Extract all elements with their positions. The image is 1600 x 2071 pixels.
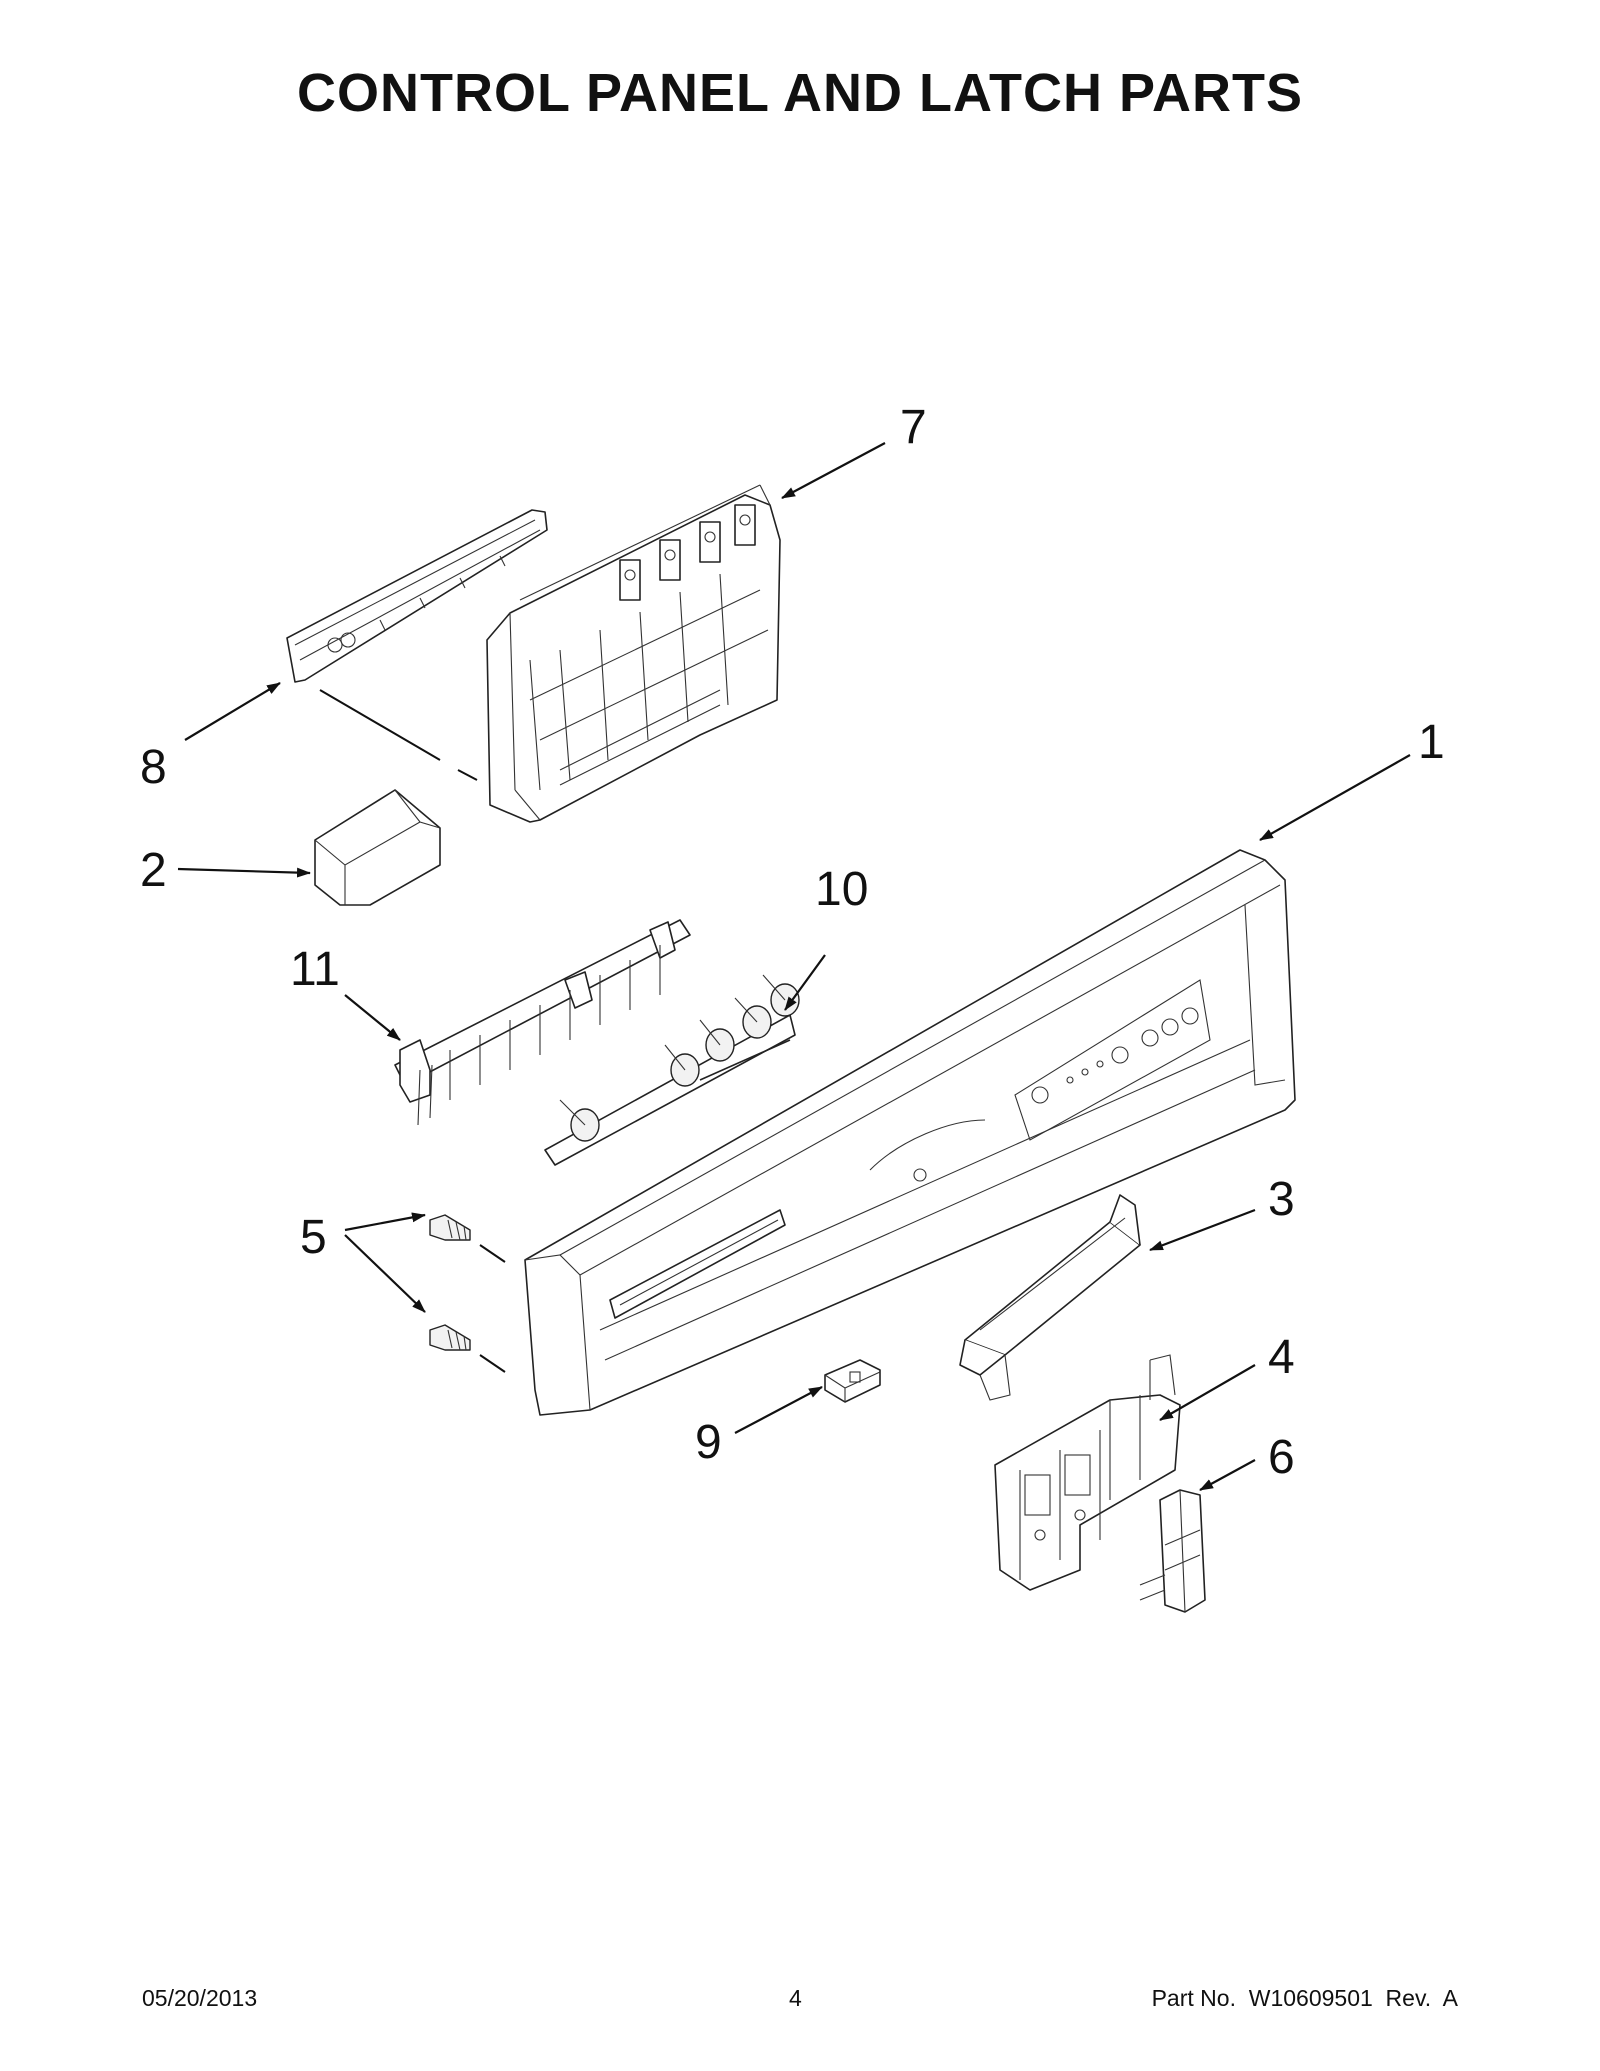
leader-arrows xyxy=(177,442,1411,1491)
callout-3: 3 xyxy=(1268,1173,1295,1226)
callout-8: 8 xyxy=(140,741,167,794)
part-3-latch-bracket xyxy=(959,1194,1141,1401)
callout-9: 9 xyxy=(695,1416,722,1469)
callout-10: 10 xyxy=(815,863,868,916)
part-2-shield xyxy=(314,789,441,906)
part-10-buttons xyxy=(544,974,800,1166)
footer-page-number: 4 xyxy=(789,1985,802,2011)
part-5-screws xyxy=(429,1214,471,1351)
callout-labels: 1 2 3 4 5 6 7 8 9 10 11 xyxy=(140,401,1445,1484)
part-9-switch xyxy=(824,1359,881,1403)
part-7-control-board xyxy=(486,484,781,823)
part-11-switch-bar xyxy=(394,919,691,1126)
part-4-latch-assembly xyxy=(994,1354,1181,1591)
page-title: CONTROL PANEL AND LATCH PARTS xyxy=(297,63,1303,123)
part-1-console xyxy=(524,849,1296,1416)
callout-1: 1 xyxy=(1418,716,1445,769)
callout-2: 2 xyxy=(140,844,167,897)
footer-part-number: Part No. W10609501 Rev. A xyxy=(1151,1985,1458,2011)
callout-5: 5 xyxy=(300,1211,327,1264)
callout-4: 4 xyxy=(1268,1331,1295,1384)
callout-11: 11 xyxy=(290,943,340,996)
part-8-bracket xyxy=(286,509,548,683)
footer-date: 05/20/2013 xyxy=(142,1985,258,2011)
callout-6: 6 xyxy=(1268,1431,1295,1484)
callout-7: 7 xyxy=(900,401,927,454)
part-6-strike xyxy=(1139,1489,1206,1613)
